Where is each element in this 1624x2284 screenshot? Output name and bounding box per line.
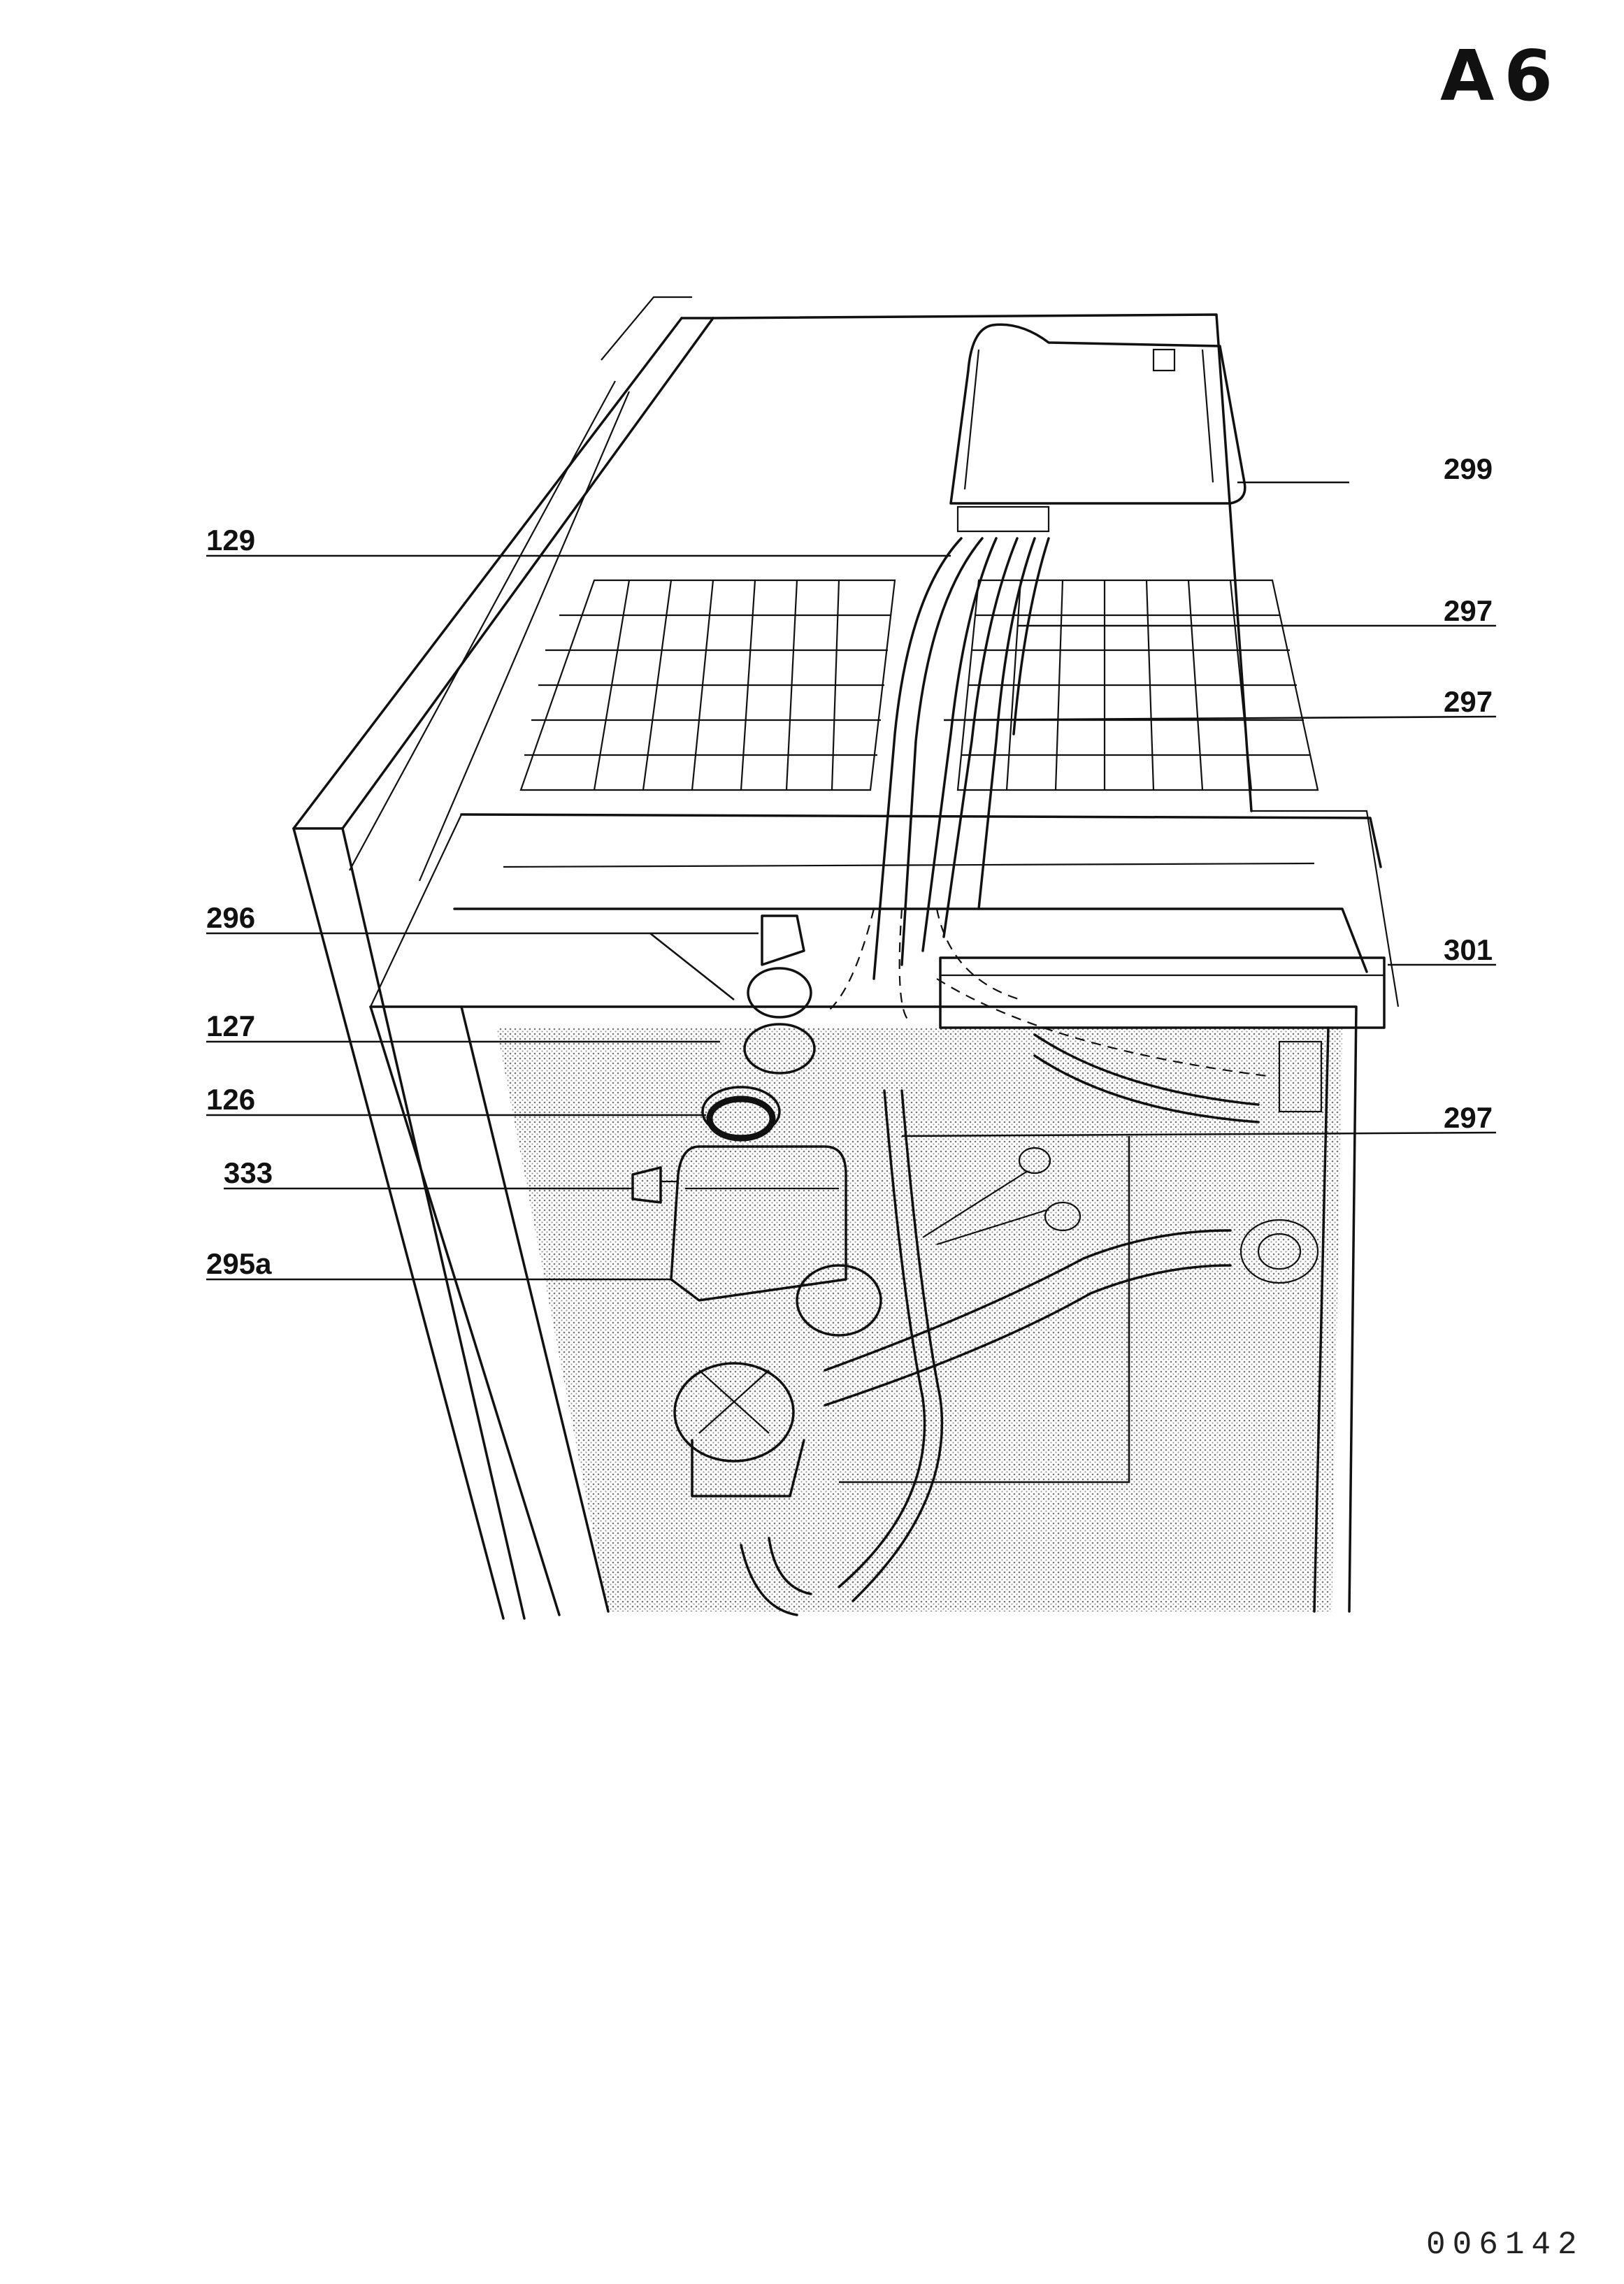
appliance-cabinet — [292, 296, 1400, 1620]
part-label-295a: 295a — [206, 1247, 272, 1280]
pump-assembly — [670, 914, 882, 1616]
part-label-129: 129 — [206, 524, 256, 556]
part-label-126: 126 — [206, 1083, 256, 1116]
cabinet-interior-shading — [496, 1028, 1342, 1611]
leader-lines — [206, 481, 1497, 1484]
part-label-297-upper: 297 — [1444, 594, 1493, 627]
part-label-297-middle: 297 — [1444, 685, 1493, 718]
document-number: 006142 — [1426, 2227, 1584, 2263]
top-grid-left — [519, 579, 896, 791]
part-label-127: 127 — [206, 1010, 256, 1042]
part-label-297-lower: 297 — [1444, 1101, 1493, 1134]
connector-bar — [936, 956, 1386, 1078]
part-label-296: 296 — [206, 901, 256, 934]
part-label-299: 299 — [1444, 452, 1493, 485]
part-label-301: 301 — [1444, 933, 1493, 966]
top-tray — [949, 323, 1246, 533]
part-label-333: 333 — [224, 1156, 273, 1189]
right-hoses — [824, 1033, 1323, 1407]
scissors-tool — [922, 1147, 1082, 1246]
page-code: A6 — [1440, 35, 1562, 117]
top-grid-right — [956, 579, 1319, 791]
